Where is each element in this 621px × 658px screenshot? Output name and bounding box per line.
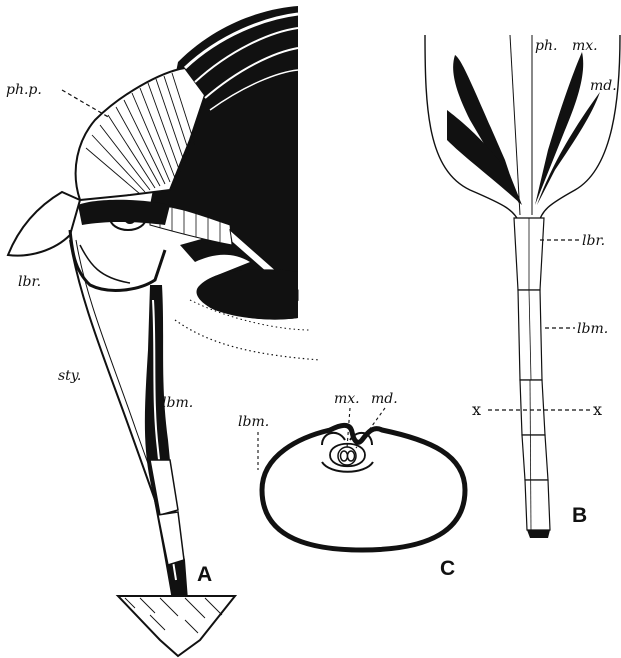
substrate [118,596,235,656]
label-pharynx-b: ph. [535,38,557,54]
caption-a: A [197,563,212,586]
panel-c-leaders [258,408,385,470]
frontal-process [8,192,80,256]
panel-a-head-section [8,6,320,360]
lower-head-pocket [196,269,298,319]
caption-c: C [440,557,455,580]
labrum-canal [70,230,165,290]
label-labium-a: lbm. [162,395,193,411]
label-stylet: sty. [58,368,81,384]
label-labrum-b: lbr. [582,233,605,249]
labium-cross-section [262,425,465,550]
dotted-outline [175,320,320,360]
proboscis-tip [527,530,550,538]
label-maxilla-b: mx. [572,38,598,54]
label-mandible-c: md. [371,391,398,407]
label-pharyngeal-pump: ph.p. [6,82,42,98]
panel-c-cross-section [262,425,465,550]
label-mandible-b: md. [590,78,617,94]
label-maxilla-c: mx. [334,391,360,407]
label-labium-b: lbm. [577,321,608,337]
head-outline-b [425,35,520,225]
label-section-left: x [472,400,481,419]
caption-b: B [572,504,587,527]
label-section-right: x [593,400,602,419]
label-labium-c: lbm. [238,414,269,430]
label-labrum-a: lbr. [18,274,41,290]
